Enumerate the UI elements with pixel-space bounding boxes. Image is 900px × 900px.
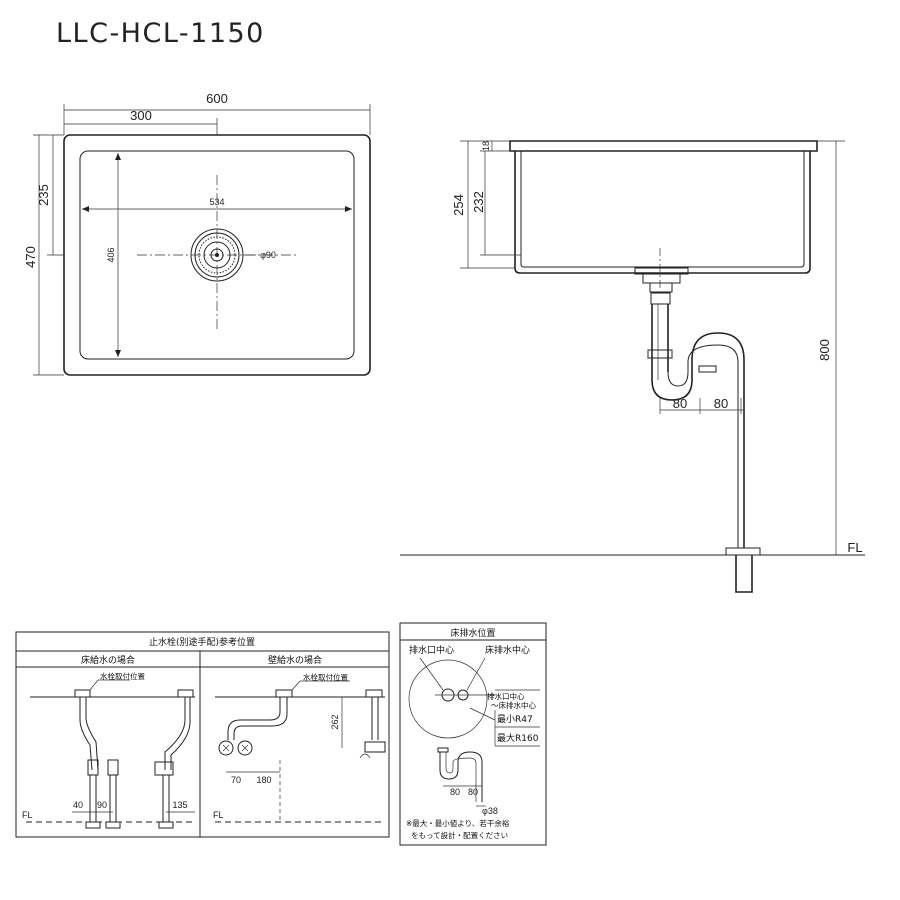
wall-supply-title: 壁給水の場合 [268,654,322,666]
wall-dim-c: 262 [330,714,340,729]
dim-half-width: 300 [130,108,152,123]
dim-width: 600 [206,91,228,106]
basin-inner-outline [79,150,355,360]
floor-supply-drawing: 水栓取付位置 40 90 135 FL [22,671,195,829]
floor-dim-a: 40 [73,800,83,810]
faucet-panel-title: 止水栓(別途手配)参考位置 [149,636,255,648]
wall-dim-b: 180 [256,775,271,785]
floor-supply-title: 床給水の場合 [81,654,135,666]
dim-rim: 18 [481,141,491,151]
drain-dim-b: 80 [468,787,478,797]
wall-fl-label: FL [213,810,224,820]
dim-drain-offset: 235 [36,184,51,206]
dim-inner-depth: 406 [106,247,116,262]
drain-note-1: ※最大・最小値より、若干余裕 [406,818,510,828]
dim-trap-b: 80 [714,396,728,411]
wall-supply-drawing: 水栓取付位置 70 180 262 FL [213,672,386,823]
label-floor-center: 床排水中心 [485,644,530,656]
legend-line1: 排水口中心 [487,691,525,701]
label-max-r: 最大R160 [497,732,539,744]
dim-inner-height: 232 [471,191,486,213]
floor-supply-note: 水栓取付位置 [100,671,145,681]
drain-panel: 床排水位置 排水口中心 床排水中心 排水口中心 ～床排水中心 最小R47 最大R… [399,622,547,846]
legend-line2: ～床排水中心 [491,700,536,710]
drain-dim-a: 80 [450,787,460,797]
dim-depth: 470 [23,246,38,268]
drain-pipe-dia: φ38 [482,806,498,816]
faucet-panel: 止水栓(別途手配)参考位置 床給水の場合 壁給水の場合 水栓取付位置 40 90 [15,631,390,838]
drain-panel-title: 床排水位置 [450,627,495,639]
wall-supply-note: 水栓取付位置 [303,672,348,682]
wall-dim-a: 70 [231,775,241,785]
label-outlet-center: 排水口中心 [409,644,454,656]
model-title: LLC-HCL-1150 [56,18,265,49]
drain-icon [190,228,244,282]
drain-note-2: をもって設計・配置ください [411,830,508,840]
side-view: 254 232 18 FL 800 80 80 [400,140,865,593]
dim-trap-a: 80 [673,396,687,411]
dim-drain-dia: φ90 [260,250,276,260]
dim-height-fl: 800 [817,339,832,361]
plan-view: 600 300 470 235 534 406 [23,91,371,376]
floor-dim-b: 90 [97,800,107,810]
floor-label: FL [847,540,862,555]
label-min-r: 最小R47 [497,714,533,725]
dim-outer-height: 254 [451,194,466,216]
floor-dim-c: 135 [172,800,187,810]
floor-fl-label: FL [22,810,33,820]
